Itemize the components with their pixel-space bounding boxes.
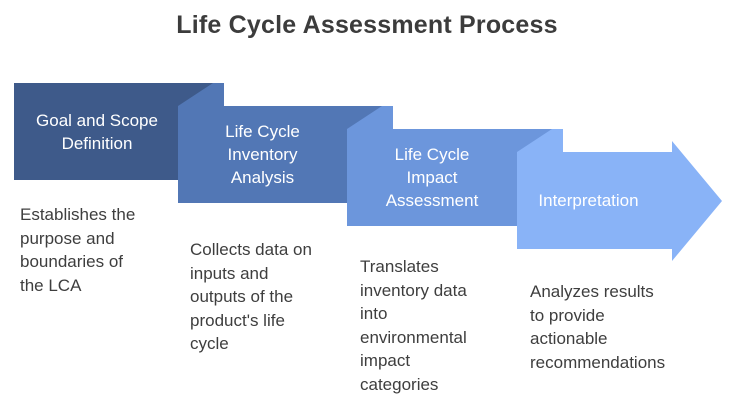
step-3-title-line: Life Cycle xyxy=(394,145,470,164)
step-2-title-line: Life Cycle xyxy=(225,122,300,141)
page-title: Life Cycle Assessment Process xyxy=(176,11,558,39)
step-1-title-line: Definition xyxy=(61,133,133,153)
step-3-title: Life Cycle Impact Assessment xyxy=(347,129,517,226)
step-2-title-line: Inventory xyxy=(227,145,298,164)
step-1-title-line: Goal and Scope xyxy=(36,110,158,130)
step-3-title-line: Impact xyxy=(406,168,458,187)
step-4-title: Interpretation xyxy=(517,152,660,249)
step-1-description: Establishes the purpose and boundaries o… xyxy=(20,205,136,295)
step-1-title: Goal and Scope Definition xyxy=(14,83,180,180)
step-3-arrow-shape xyxy=(347,106,563,226)
step-2-title: Life Cycle Inventory Analysis xyxy=(178,106,347,203)
step-4-description: Analyzes results to provide actionable r… xyxy=(530,282,666,372)
step-2-arrow-shape xyxy=(178,83,393,203)
step-1-arrow-shape xyxy=(14,83,224,180)
step-3-title-line: Assessment xyxy=(385,191,479,210)
step-3-description: Translates inventory data into environme… xyxy=(360,257,467,394)
step-4-title-line: Interpretation xyxy=(538,191,639,210)
step-2-title-line: Analysis xyxy=(230,168,295,187)
step-4-arrow-shape xyxy=(517,129,722,261)
step-2-description: Collects data on inputs and outputs of t… xyxy=(190,240,312,353)
